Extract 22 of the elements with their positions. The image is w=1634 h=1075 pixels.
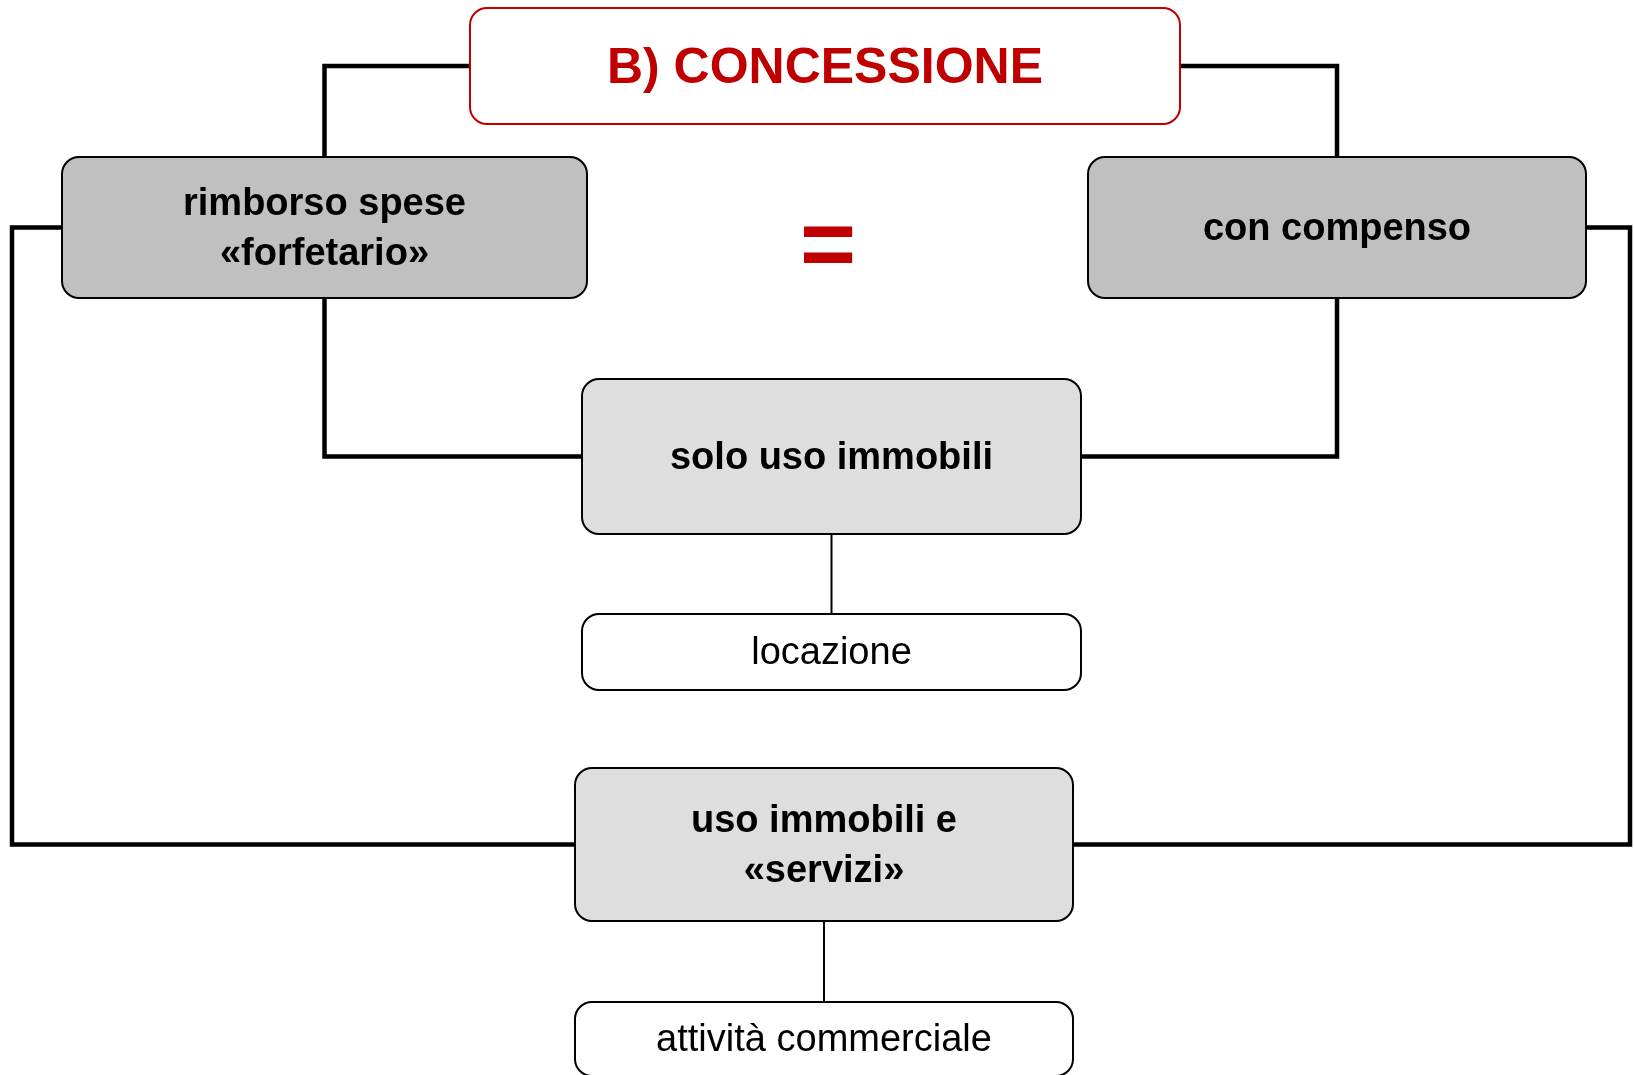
connector-line (1082, 299, 1340, 459)
result-box (574, 1001, 1074, 1075)
connector-line (322, 299, 581, 459)
box-text: con compenso (1202, 204, 1472, 250)
box-text: uso immobili e «servizi» (689, 797, 958, 892)
box-text: attività commerciale (656, 1016, 992, 1062)
box-text: locazione (751, 629, 912, 675)
equals-sign: = (800, 196, 857, 292)
connector-line (322, 63, 469, 156)
title-box (469, 7, 1181, 125)
box-text: rimborso spese «forfetario» (182, 180, 467, 275)
category-box (574, 767, 1074, 922)
connector-line (1074, 225, 1633, 847)
connector-line (823, 921, 825, 1002)
connector-line (830, 534, 833, 614)
category-box (61, 156, 588, 299)
category-box (581, 378, 1082, 535)
connector-line (1181, 63, 1340, 156)
category-box (1087, 156, 1587, 299)
box-text: solo uso immobili (670, 433, 993, 479)
result-box (581, 613, 1082, 691)
title-text: B) CONCESSIONE (606, 36, 1044, 96)
